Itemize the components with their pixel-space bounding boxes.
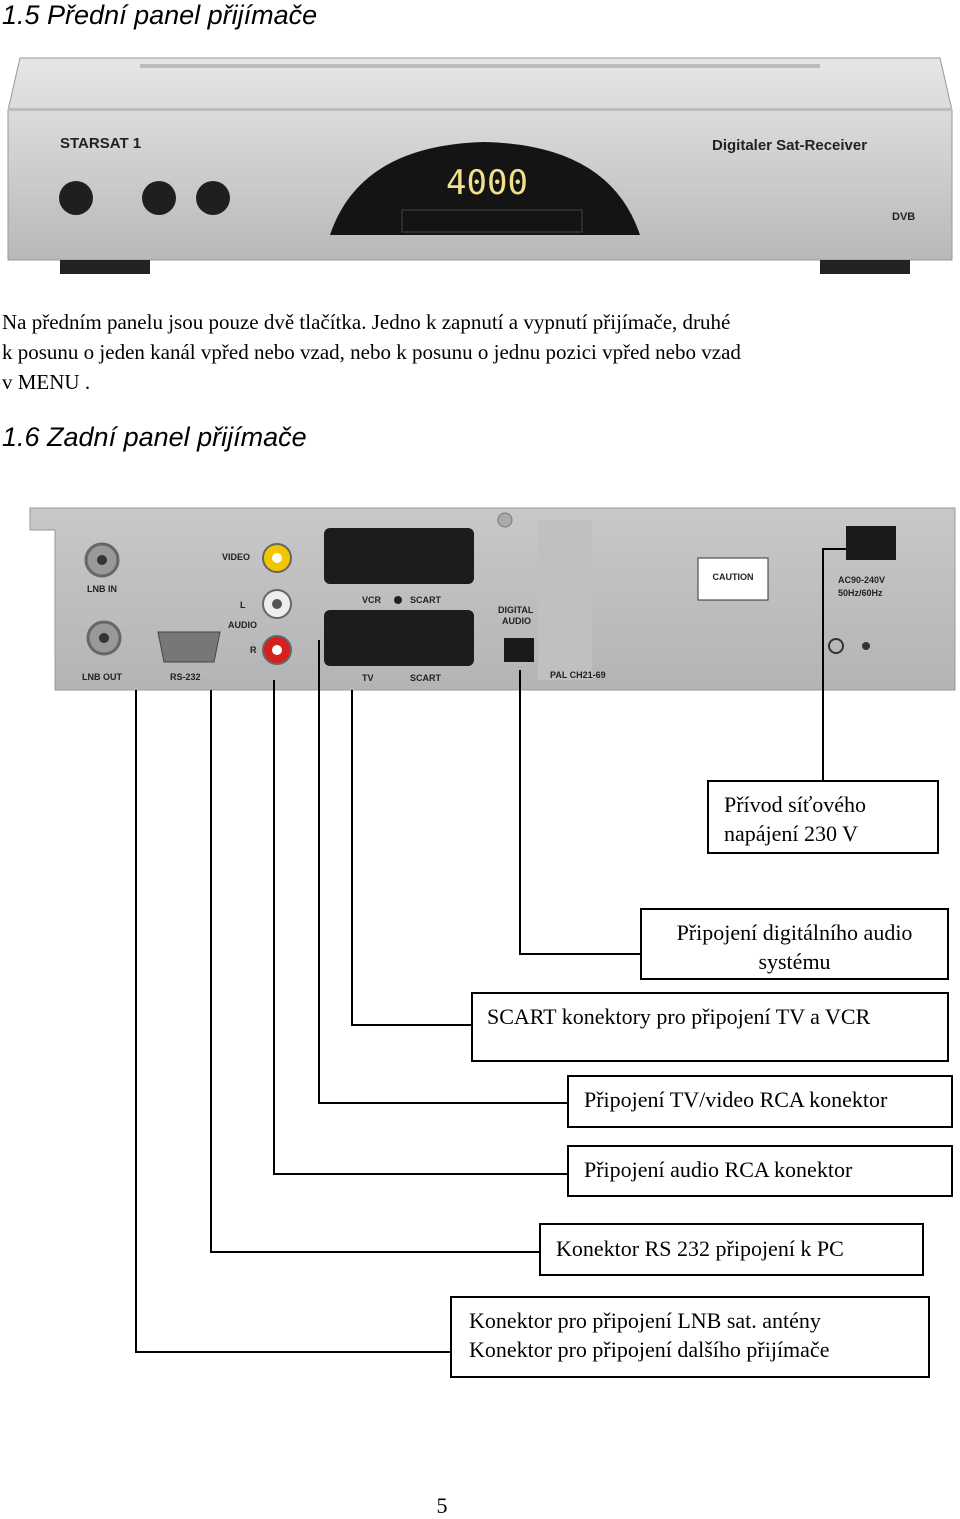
brand-left: STARSAT 1 (60, 135, 141, 152)
power-button[interactable] (59, 181, 93, 215)
lnb-out-label: LNB OUT (82, 672, 122, 682)
callout-video-rca: Připojení TV/video RCA konektor (567, 1075, 953, 1128)
digital-audio-label: AUDIO (502, 616, 531, 626)
scart-tv-connector[interactable] (324, 610, 474, 666)
power-rating-2: 50Hz/60Hz (838, 588, 883, 598)
power-rating-1: AC90-240V (838, 575, 885, 585)
callout-scart: SCART konektory pro připojení TV a VCR (471, 992, 949, 1062)
scart-vcr-connector[interactable] (324, 528, 474, 584)
scart-top-label: SCART (410, 595, 442, 605)
display-digits: 4000 (446, 163, 528, 203)
section-title-front: 1.5 Přední panel přijímače (2, 0, 318, 30)
tv-label: TV (362, 673, 374, 683)
audio-r-label: R (250, 645, 257, 655)
dvb-logo: DVB (892, 211, 915, 223)
callout-lnb: Konektor pro připojení LNB sat. antény K… (450, 1296, 930, 1378)
audio-l-label: L (240, 600, 246, 610)
rs232-connector[interactable] (157, 631, 221, 663)
vcr-label: VCR (362, 595, 382, 605)
front-description: Na předním panelu jsou pouze dvě tlačítk… (2, 310, 741, 394)
channel-up-button[interactable] (142, 181, 176, 215)
callout-digital-audio: Připojení digitálního audio systému (640, 908, 949, 980)
pal-label: PAL CH21-69 (550, 670, 606, 680)
brand-right: Digitaler Sat-Receiver (712, 137, 867, 154)
digital-audio-connector[interactable] (504, 638, 534, 662)
svg-text:CAUTION: CAUTION (713, 572, 754, 582)
digital-label: DIGITAL (498, 605, 534, 615)
rs232-label: RS-232 (170, 672, 201, 682)
scart-bottom-label: SCART (410, 673, 442, 683)
section-title-rear: 1.6 Zadní panel přijímače (2, 422, 307, 452)
video-label: VIDEO (222, 552, 250, 562)
rear-panel-image: LNB IN LNB OUT RS-232 VIDEO L AUDIO R VC… (29, 507, 956, 691)
front-display (330, 142, 640, 235)
page-number: 5 (436, 1493, 448, 1518)
caution-sticker (697, 557, 769, 601)
lnb-in-label: LNB IN (87, 584, 117, 594)
channel-down-button[interactable] (196, 181, 230, 215)
power-socket[interactable] (846, 526, 896, 560)
front-panel-image: 4000 STARSAT 1 Digitaler Sat-Receiver DV… (7, 57, 953, 274)
callout-audio-rca: Připojení audio RCA konektor (567, 1145, 953, 1197)
audio-label: AUDIO (228, 620, 257, 630)
callout-rs232: Konektor RS 232 připojení k PC (539, 1223, 924, 1276)
callout-power: Přívod síťového napájení 230 V (707, 780, 939, 854)
